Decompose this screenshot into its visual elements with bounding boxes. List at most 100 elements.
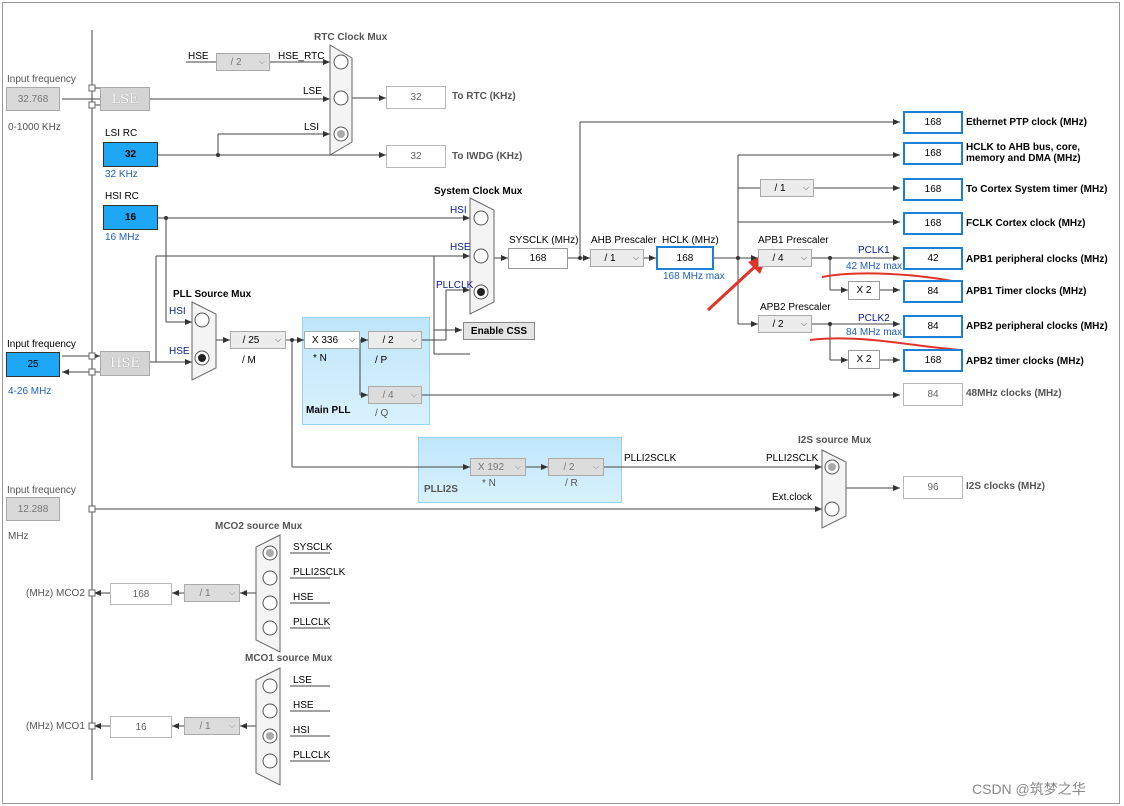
apb2-timer-multiplier: X 2 [848, 350, 880, 369]
hse-input-field[interactable]: 25 [6, 352, 60, 377]
main-pll-title: Main PLL [306, 405, 351, 416]
i2s-mux-pll-label: PLLI2SCLK [766, 453, 819, 464]
apb2-prescaler-select[interactable]: / 2 ⌵ [758, 315, 812, 333]
apb2-prescaler-value: / 2 [772, 318, 784, 330]
lsi-title: LSI RC [105, 128, 138, 139]
cortex-timer-divider-value: / 1 [774, 182, 786, 194]
mco1-divider[interactable]: / 1⌵ [184, 717, 240, 735]
chevron-down-icon: ⌵ [258, 57, 266, 66]
i2s-input-unit: MHz [8, 531, 29, 542]
plli2sclk-label: PLLI2SCLK [624, 453, 677, 464]
lse-input-field[interactable]: 32.768 [6, 87, 60, 111]
apb2-peripheral-label: APB2 peripheral clocks (MHz) [966, 321, 1108, 332]
apb1-timer-value[interactable]: 84 [903, 280, 963, 303]
apb2-max: 84 MHz max [846, 327, 903, 338]
mco1-in-hsi: HSI [293, 725, 310, 736]
hclk-ahb-label: HCLK to AHB bus, core, [966, 142, 1081, 153]
chevron-down-icon: ⌵ [274, 335, 282, 344]
chevron-down-icon: ⌵ [592, 462, 600, 471]
rtc-output-value: 32 [386, 86, 446, 109]
plli2s-r-divider[interactable]: / 2⌵ [548, 458, 604, 476]
ahb-prescaler-value: / 1 [604, 252, 616, 264]
apb1-peripheral-value[interactable]: 42 [903, 247, 963, 270]
plli2s-n-multiplier[interactable]: X 192 ⌵ [470, 458, 526, 476]
rtc-lsi-input-label: LSI [304, 122, 320, 133]
mco1-in-hse: HSE [293, 700, 314, 711]
mco1-label: (MHz) MCO1 [26, 721, 85, 732]
plli2s-title: PLLI2S [424, 484, 458, 495]
sys-mux-hsi-label: HSI [450, 205, 467, 216]
mco2-mux-title: MCO2 source Mux [215, 521, 303, 532]
pll-m-divider[interactable]: / 25 ⌵ [230, 331, 286, 349]
i2s-mux-ext-label: Ext.clock [772, 492, 813, 503]
pll-q-divider-value: / 4 [382, 389, 394, 401]
systimer-value[interactable]: 168 [903, 178, 963, 201]
mco2-in-sysclk: SYSCLK [293, 542, 333, 553]
plli2s-n-value: X 192 [477, 461, 505, 473]
clk48-label: 48MHz clocks (MHz) [966, 388, 1062, 399]
mco2-in-plli2sclk: PLLI2SCLK [293, 567, 346, 578]
i2s-input-field[interactable]: 12.288 [6, 497, 60, 521]
hclk-value-box[interactable]: 168 [656, 246, 714, 270]
systimer-label: To Cortex System timer (MHz) [966, 184, 1108, 195]
pll-p-divider[interactable]: / 2⌵ [368, 331, 422, 349]
sysclk-label: SYSCLK (MHz) [509, 235, 579, 246]
pll-q-divider[interactable]: / 4⌵ [368, 386, 422, 404]
hclk-ahb-label-2: memory and DMA (MHz) [966, 153, 1081, 164]
rtc-hse-divider[interactable]: / 2⌵ [216, 53, 270, 71]
mco2-divider-value: / 1 [199, 587, 211, 599]
chevron-down-icon: ⌵ [514, 462, 522, 471]
pll-n-multiplier[interactable]: X 336⌵ [304, 331, 360, 349]
apb2-timer-label: APB2 timer clocks (MHz) [966, 356, 1084, 367]
mco1-in-lse: LSE [293, 675, 312, 686]
chevron-down-icon: ⌵ [800, 253, 808, 262]
apb1-peripheral-label: APB1 peripheral clocks (MHz) [966, 254, 1108, 265]
rtc-lse-input-label: LSE [303, 86, 322, 97]
lse-block: LSE [100, 87, 150, 111]
pll-src-hse-label: HSE [169, 346, 190, 357]
apb1-prescaler-select[interactable]: / 4⌵ [758, 249, 812, 267]
apb2-peripheral-value[interactable]: 84 [903, 315, 963, 338]
ahb-prescaler-select[interactable]: / 1 ⌵ [590, 249, 644, 267]
lse-input-range: 0-1000 KHz [8, 122, 61, 133]
chevron-down-icon: ⌵ [632, 253, 640, 262]
pll-n-label: * N [313, 353, 327, 364]
hclk-ahb-value[interactable]: 168 [903, 142, 963, 165]
apb1-prescaler-label: APB1 Prescaler [758, 235, 829, 246]
hclk-max: 168 MHz max [663, 271, 725, 282]
pll-m-divider-value: / 25 [242, 334, 260, 346]
cortex-timer-divider[interactable]: / 1⌵ [760, 179, 814, 197]
hse-block: HSE [100, 351, 150, 376]
hsi-value-box[interactable]: 16 [103, 205, 158, 230]
mco2-label: (MHz) MCO2 [26, 588, 85, 599]
sys-mux-hse-label: HSE [450, 242, 471, 253]
hsi-title: HSI RC [105, 191, 139, 202]
hse-input-title: Input frequency [7, 339, 76, 350]
rtc-output-label: To RTC (KHz) [452, 91, 516, 102]
clk48-value: 84 [903, 383, 963, 406]
pll-p-divider-value: / 2 [382, 334, 394, 346]
lse-input-title: Input frequency [7, 74, 76, 85]
chevron-down-icon: ⌵ [800, 319, 808, 328]
i2s-input-title: Input frequency [7, 485, 76, 496]
sys-mux-pllclk-label: PLLCLK [436, 280, 474, 291]
lsi-value-box[interactable]: 32 [103, 142, 158, 167]
lsi-unit: 32 KHz [105, 169, 138, 180]
fclk-value[interactable]: 168 [903, 212, 963, 235]
sysclk-value: 168 [508, 248, 568, 269]
rtc-hse-label: HSE [188, 51, 209, 62]
rtc-hse-rtc-label: HSE_RTC [278, 51, 325, 62]
enable-css-button[interactable]: Enable CSS [463, 322, 535, 340]
apb2-timer-value[interactable]: 168 [903, 349, 963, 372]
mco2-in-pllclk: PLLCLK [293, 617, 331, 628]
ahb-prescaler-label: AHB Prescaler [591, 235, 657, 246]
mco2-in-hse: HSE [293, 592, 314, 603]
eth-ptp-value[interactable]: 168 [903, 111, 963, 134]
i2s-clock-label: I2S clocks (MHz) [966, 481, 1045, 492]
mco2-divider[interactable]: / 1⌵ [184, 584, 240, 602]
pll-p-label: / P [375, 355, 388, 366]
iwdg-output-label: To IWDG (KHz) [452, 151, 523, 162]
mco1-divider-value: / 1 [199, 720, 211, 732]
